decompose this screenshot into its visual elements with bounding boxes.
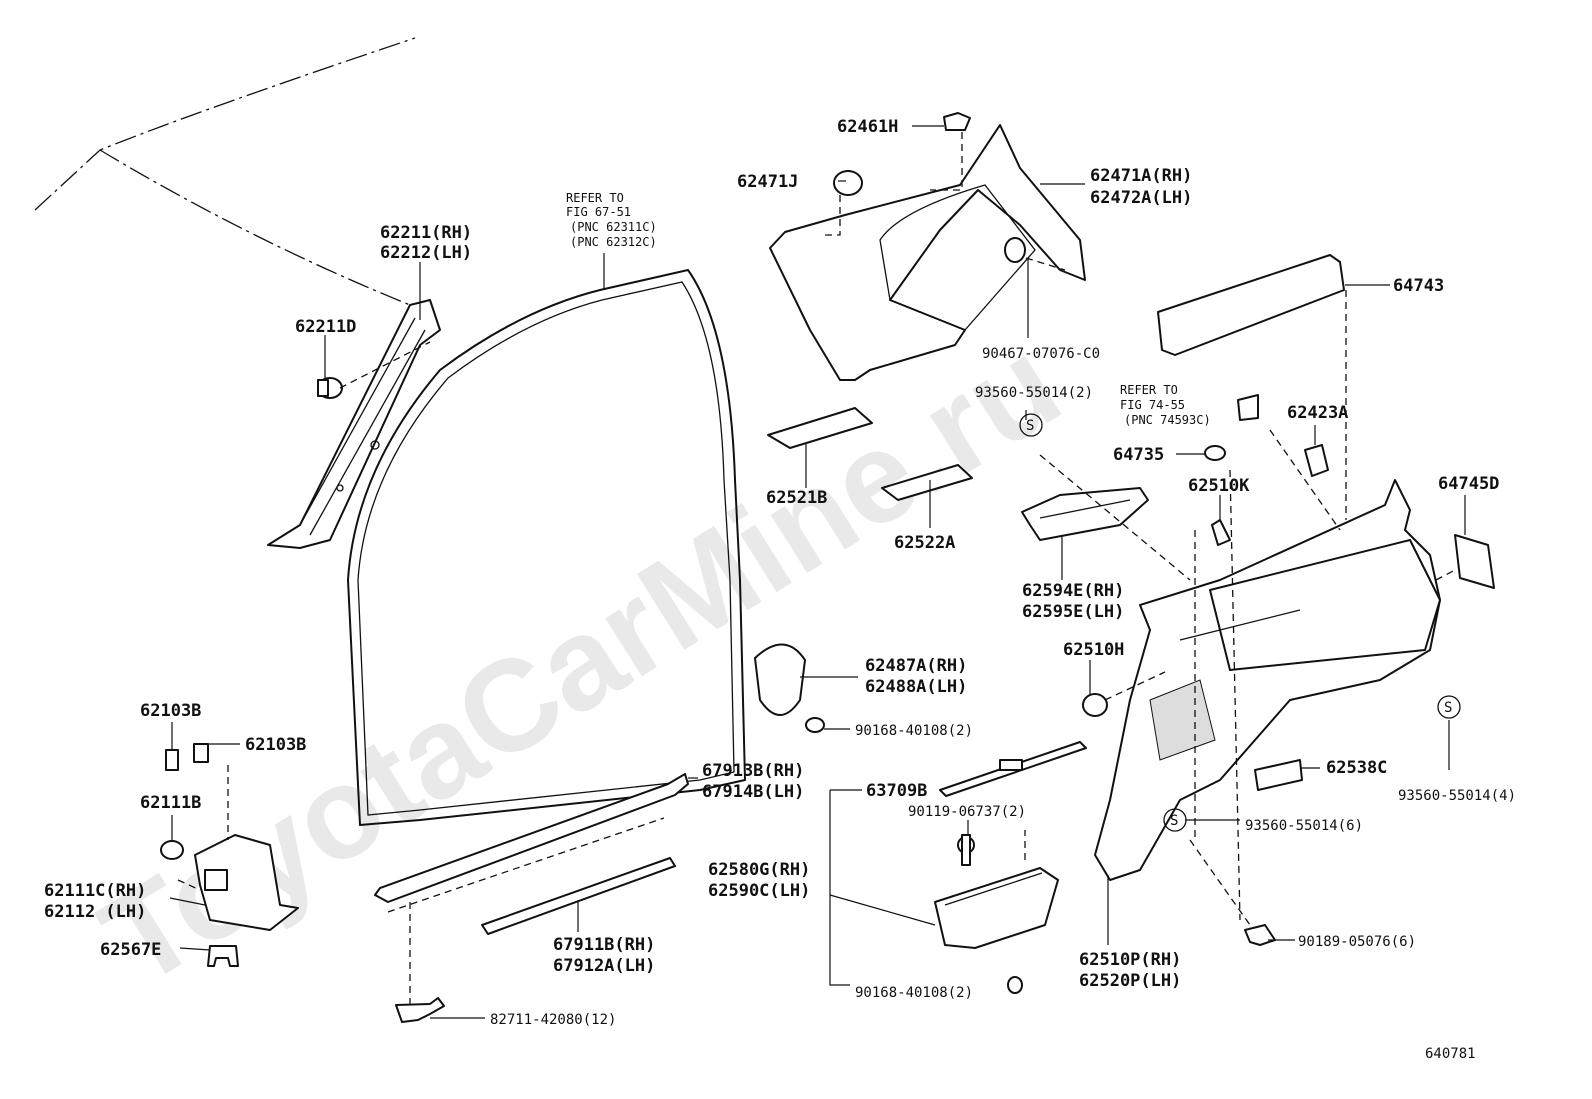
label-67914b: 67914B(LH)	[702, 782, 804, 802]
quarter-trim-cover	[1157, 254, 1345, 356]
label-62111c: 62111C(RH)	[44, 881, 146, 901]
screw-90119	[957, 834, 975, 866]
label-64735: 64735	[1113, 445, 1164, 465]
refer-note-quarter: REFER TO FIG 74-55 (PNC 74593C)	[1120, 383, 1211, 427]
front-scuff-plate	[374, 773, 689, 1005]
svg-text:S: S	[1170, 813, 1178, 829]
label-67913b: 67913B(RH)	[702, 761, 804, 781]
label-63709b: 63709B	[866, 781, 927, 801]
label-64745d: 64745D	[1438, 474, 1499, 494]
label-62595e: 62595E(LH)	[1022, 602, 1124, 622]
luggage-tie-down-strip	[939, 741, 1087, 797]
clip-62111b	[160, 840, 184, 860]
part-labels: 62211(RH) 62212(LH) 62211D 62461H 62471J…	[44, 117, 1516, 1062]
cover-64745d	[1454, 534, 1495, 589]
clip-62471j	[833, 170, 863, 196]
service-hole-cover	[754, 643, 806, 716]
label-90119: 90119-06737(2)	[908, 804, 1026, 820]
roof-side-inner-garnish	[769, 124, 1086, 381]
label-62487a: 62487A(RH)	[865, 656, 967, 676]
label-62103b-b: 62103B	[245, 735, 306, 755]
screw-marker-1: S	[1019, 413, 1043, 437]
label-62590c: 62590C(LH)	[708, 881, 810, 901]
label-62522a: 62522A	[894, 533, 955, 553]
label-93560-6: 93560-55014(6)	[1245, 818, 1363, 834]
cover-62538c	[1254, 759, 1303, 791]
label-62567e: 62567E	[100, 940, 161, 960]
label-62471j: 62471J	[737, 172, 798, 192]
clip-62423a	[1304, 444, 1329, 477]
front-pillar-garnish	[267, 299, 441, 549]
clip-90189	[1244, 924, 1276, 946]
screw-90168-bottom	[1007, 976, 1023, 994]
label-62423a: 62423A	[1287, 403, 1348, 423]
roof-outline	[34, 37, 416, 306]
clip-62461h	[943, 112, 971, 131]
svg-text:FIG 74-55: FIG 74-55	[1120, 398, 1185, 412]
pad-62522a	[881, 464, 973, 501]
pad-62521b	[767, 407, 873, 449]
label-82711: 82711-42080(12)	[490, 1012, 616, 1028]
label-62472a: 62472A(LH)	[1090, 188, 1192, 208]
screw-marker-2: S	[1437, 695, 1461, 719]
label-93560-4: 93560-55014(4)	[1398, 788, 1516, 804]
label-62111b: 62111B	[140, 793, 201, 813]
label-93560-2: 93560-55014(2)	[975, 385, 1093, 401]
svg-text:FIG 67-51: FIG 67-51	[566, 205, 631, 219]
leader-lines	[169, 125, 1466, 1019]
label-62211d: 62211D	[295, 317, 356, 337]
rear-quarter-pocket	[1021, 487, 1149, 541]
refer-note-door: REFER TO FIG 67-51 (PNC 62311C) (PNC 623…	[566, 191, 657, 249]
clip-62510h	[1082, 693, 1108, 717]
label-62521b: 62521B	[766, 488, 827, 508]
clip-62510k	[1211, 519, 1231, 546]
screw-90467	[1004, 237, 1026, 263]
screw-90168-top	[805, 717, 825, 733]
svg-text:(PNC 62312C): (PNC 62312C)	[570, 235, 657, 249]
label-62510k: 62510K	[1188, 476, 1250, 496]
label-62212: 62212(LH)	[380, 243, 472, 263]
label-62211: 62211(RH)	[380, 223, 472, 243]
svg-text:S: S	[1444, 700, 1452, 716]
label-62594e: 62594E(RH)	[1022, 581, 1124, 601]
clip-82711	[395, 997, 445, 1023]
quarter-trim-panel	[1094, 479, 1441, 881]
door-opening-weatherstrip	[347, 269, 746, 826]
label-62520p: 62520P(LH)	[1079, 971, 1181, 991]
label-64743: 64743	[1393, 276, 1444, 296]
label-62510p: 62510P(RH)	[1079, 950, 1181, 970]
clip-62567e	[207, 945, 239, 967]
deck-box	[934, 867, 1059, 949]
label-67912a: 67912A(LH)	[553, 956, 655, 976]
plate-74593c	[1237, 394, 1259, 421]
label-62461h: 62461H	[837, 117, 898, 137]
label-62488a: 62488A(LH)	[865, 677, 967, 697]
svg-text:(PNC 74593C): (PNC 74593C)	[1124, 413, 1211, 427]
clip-62103b-right	[193, 743, 209, 763]
svg-text:(PNC 62311C): (PNC 62311C)	[570, 220, 657, 234]
clip-62211d	[317, 377, 343, 399]
svg-text:S: S	[1026, 418, 1034, 434]
clip-64735	[1204, 445, 1226, 461]
label-90168-b: 90168-40108(2)	[855, 985, 973, 1001]
label-62510h: 62510H	[1063, 640, 1124, 660]
diagram-id: 640781	[1425, 1046, 1476, 1062]
svg-text:REFER TO: REFER TO	[566, 191, 624, 205]
label-67911b: 67911B(RH)	[553, 935, 655, 955]
svg-text:REFER TO: REFER TO	[1120, 383, 1178, 397]
label-62112: 62112 (LH)	[44, 902, 146, 922]
label-62103b-a: 62103B	[140, 701, 201, 721]
label-62538c: 62538C	[1326, 758, 1387, 778]
cowl-side-trim	[177, 765, 299, 931]
label-90168-a: 90168-40108(2)	[855, 723, 973, 739]
clip-62103b-left	[165, 749, 179, 771]
label-90189: 90189-05076(6)	[1298, 934, 1416, 950]
label-62580g: 62580G(RH)	[708, 860, 810, 880]
screw-marker-3: S	[1163, 808, 1187, 832]
label-90467: 90467-07076-C0	[982, 346, 1100, 362]
sill-garnish	[481, 857, 676, 935]
label-62471a: 62471A(RH)	[1090, 166, 1192, 186]
